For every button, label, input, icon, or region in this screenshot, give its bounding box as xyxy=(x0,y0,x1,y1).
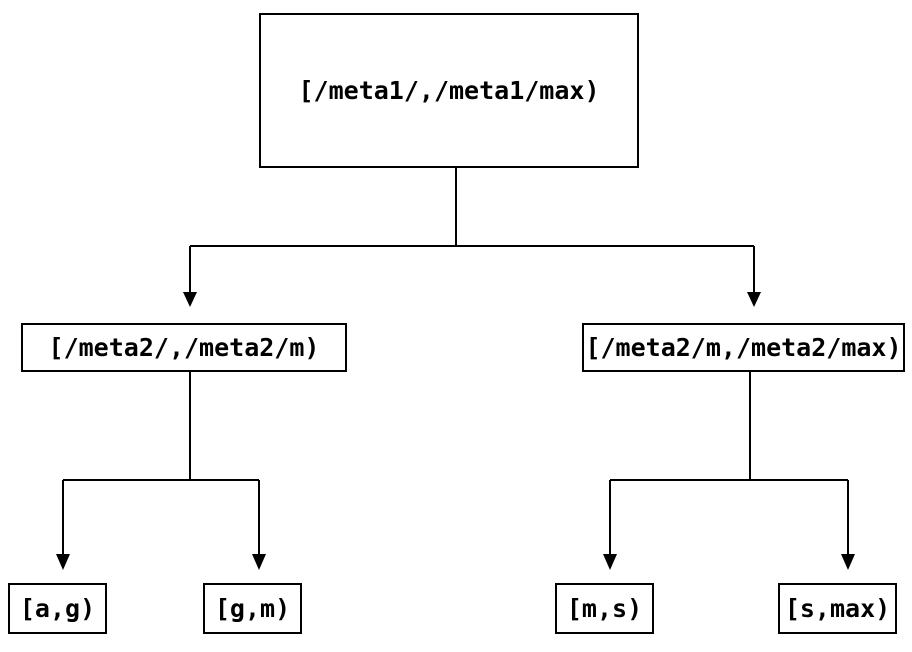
arrowhead-down-icon xyxy=(841,554,855,570)
node-meta2-left-range: [/meta2/,/meta2/m) xyxy=(21,323,347,372)
node-root-meta1-range: [/meta1/,/meta1/max) xyxy=(259,13,639,168)
node-label: [m,s) xyxy=(566,594,643,623)
connector-meta2-left-children xyxy=(56,372,266,570)
node-label: [/meta2/,/meta2/m) xyxy=(48,333,320,362)
node-label: [/meta2/m,/meta2/max) xyxy=(585,333,902,362)
arrowhead-down-icon xyxy=(252,554,266,570)
arrowhead-down-icon xyxy=(747,292,761,307)
node-leaf-s-max: [s,max) xyxy=(778,583,897,634)
node-leaf-m-s: [m,s) xyxy=(555,583,654,634)
arrowhead-down-icon xyxy=(56,554,70,570)
node-meta2-right-range: [/meta2/m,/meta2/max) xyxy=(582,323,905,372)
node-leaf-a-g: [a,g) xyxy=(8,583,107,634)
arrowhead-down-icon xyxy=(603,554,617,570)
node-label: [s,max) xyxy=(784,594,891,623)
node-label: [a,g) xyxy=(19,594,96,623)
connector-root-children xyxy=(183,168,761,307)
connector-meta2-right-children xyxy=(603,372,855,570)
node-label: [g,m) xyxy=(214,594,291,623)
node-leaf-g-m: [g,m) xyxy=(203,583,302,634)
arrowhead-down-icon xyxy=(183,292,197,307)
node-label: [/meta1/,/meta1/max) xyxy=(298,76,600,105)
